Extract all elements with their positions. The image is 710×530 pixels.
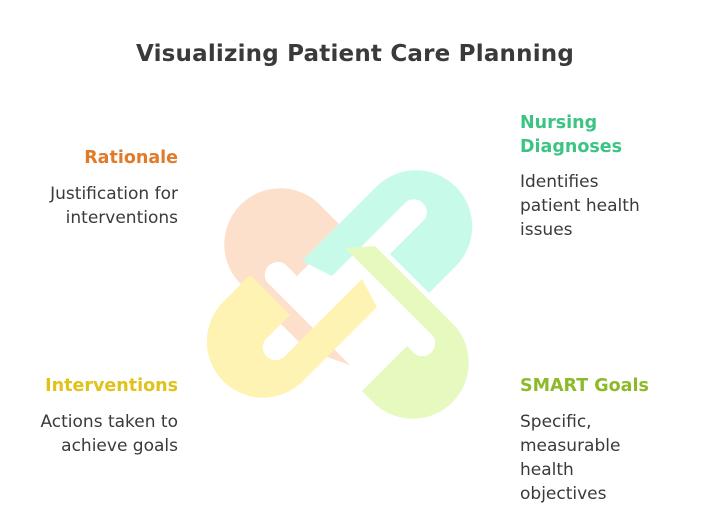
nursing-desc-line: Identifies [520, 172, 599, 192]
rationale-description: Justification for interventions [50, 182, 178, 230]
nursing-desc-line: issues [520, 220, 573, 240]
smart-desc-line: measurable [520, 436, 621, 456]
rationale-desc-line: Justification for [50, 184, 178, 204]
interventions-label: Interventions [45, 376, 178, 396]
mint-link-shape [302, 170, 473, 293]
smart-desc-line: Specific, [520, 412, 592, 432]
interventions-desc-line: achieve goals [61, 436, 178, 456]
interventions-description: Actions taken to achieve goals [40, 410, 178, 458]
interlocking-knot-graphic [206, 170, 473, 419]
smart-goals-label: SMART Goals [520, 376, 649, 396]
rationale-label: Rationale [84, 148, 178, 168]
nursing-label-line: Nursing [520, 113, 598, 133]
nursing-diagnoses-description: Identifies patient health issues [520, 170, 640, 242]
page-title: Visualizing Patient Care Planning [135, 41, 575, 67]
nursing-diagnoses-label: Nursing Diagnoses [520, 111, 622, 159]
smart-goals-description: Specific, measurable health objectives [520, 410, 620, 506]
smart-desc-line: health [520, 460, 574, 480]
rationale-desc-line: interventions [65, 208, 178, 228]
lime-link-shape [345, 246, 469, 419]
nursing-desc-line: patient health [520, 196, 640, 216]
peach-link-shape [224, 188, 350, 365]
nursing-label-line: Diagnoses [520, 137, 623, 157]
yellow-link-shape [206, 275, 377, 398]
smart-desc-line: objectives [520, 484, 607, 504]
interventions-desc-line: Actions taken to [40, 412, 178, 432]
